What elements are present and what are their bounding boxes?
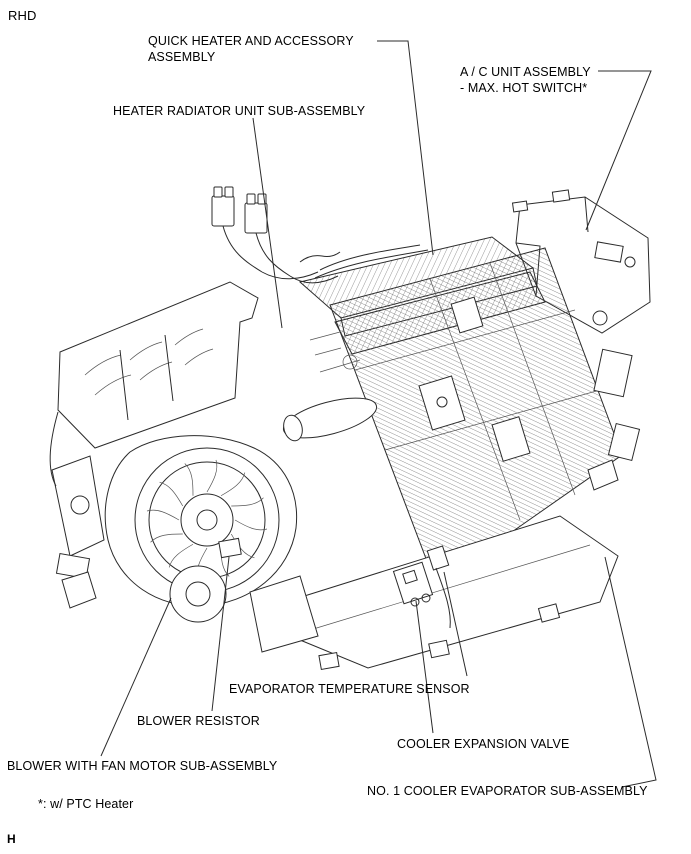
leader-heater-radiator <box>252 117 283 329</box>
blower-resistor-part <box>218 537 242 559</box>
label-cooler-evaporator: NO. 1 COOLER EVAPORATOR SUB-ASSEMBLY <box>367 784 648 798</box>
leader-evap-temp-sensor <box>443 571 468 677</box>
label-quick-heater-assembly: QUICK HEATER AND ACCESSORY ASSEMBLY <box>148 34 354 64</box>
label-blower-fan-motor: BLOWER WITH FAN MOTOR SUB-ASSEMBLY <box>7 759 278 773</box>
orientation-label: RHD <box>8 8 37 23</box>
footnote-ptc-heater: *: w/ PTC Heater <box>38 797 134 811</box>
label-cooler-expansion-valve: COOLER EXPANSION VALVE <box>397 737 570 751</box>
leader-blower-fan-motor <box>100 597 172 757</box>
blower-fan-assembly <box>104 435 298 623</box>
leader-lines <box>100 40 657 788</box>
evaporator-temp-sensor-part <box>426 545 451 629</box>
leader-blower-resistor <box>211 556 230 712</box>
leader-cooler-evaporator <box>604 556 657 788</box>
page-marker: H <box>7 832 16 846</box>
harness-connectors <box>211 186 339 284</box>
label-blower-resistor: BLOWER RESISTOR <box>137 714 260 728</box>
linkage-details <box>309 331 361 373</box>
heater-pipes <box>282 397 378 442</box>
expansion-valve-part <box>392 561 434 607</box>
unit-base <box>249 515 619 671</box>
blower-motor <box>169 565 227 623</box>
label-heater-radiator: HEATER RADIATOR UNIT SUB-ASSEMBLY <box>113 104 366 118</box>
hvac-unit-illustration <box>49 186 651 671</box>
leader-expansion-valve <box>415 600 434 734</box>
left-mounts <box>49 411 105 609</box>
leader-quick-heater <box>377 40 434 256</box>
heater-unit-housing <box>57 281 259 449</box>
wiring-harness <box>299 244 429 279</box>
right-brackets <box>587 310 641 491</box>
label-ac-unit-assembly: A / C UNIT ASSEMBLY - MAX. HOT SWITCH* <box>460 65 591 95</box>
leader-ac-unit <box>585 70 652 231</box>
label-evaporator-temp-sensor: EVAPORATOR TEMPERATURE SENSOR <box>229 682 470 696</box>
